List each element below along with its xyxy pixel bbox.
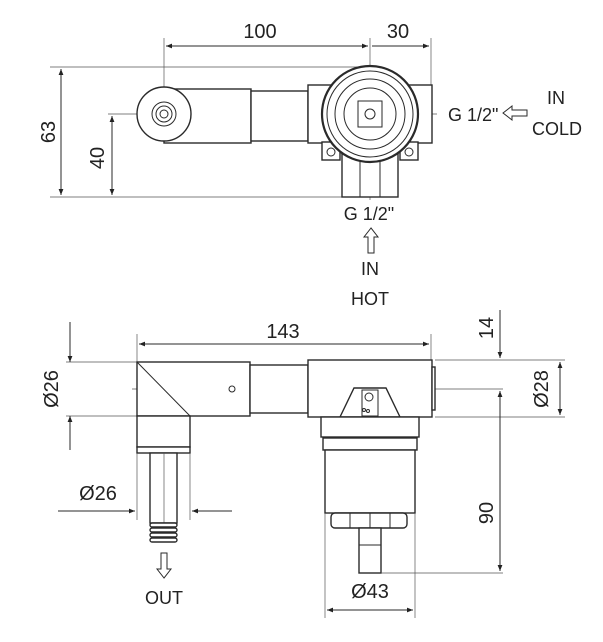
dim-100-label: 100 — [243, 21, 276, 43]
cold-label: COLD — [532, 119, 582, 139]
dim-40-label: 40 — [87, 147, 109, 169]
cold-thread-label: G 1/2" — [448, 105, 498, 125]
cartridge-nut — [320, 64, 420, 164]
spindle-square — [357, 100, 383, 128]
dim-63-label: 63 — [38, 121, 60, 143]
out-label: OUT — [145, 588, 183, 608]
dim-30-label: 30 — [387, 21, 409, 43]
arrow-left-icon — [502, 104, 528, 122]
outlet-ring — [151, 101, 177, 127]
spindle-center — [364, 108, 376, 120]
outlet-flange — [136, 86, 192, 142]
outlet-bore — [159, 109, 169, 119]
dim-d26-top-label: Ø26 — [41, 370, 63, 408]
cartridge-body — [324, 449, 416, 514]
arrow-up-icon — [362, 227, 380, 254]
cartridge-ring — [326, 70, 414, 158]
dim-d28-label: Ø28 — [531, 370, 553, 408]
dim-14-label: 14 — [476, 317, 498, 339]
spout-pipe — [136, 361, 251, 417]
dim-90-label: 90 — [476, 502, 498, 524]
bracket-dot — [366, 409, 370, 413]
dim-143-label: 143 — [266, 321, 299, 343]
body-cap — [431, 366, 436, 411]
outlet-thread — [149, 522, 178, 543]
spout-pipe-sleeve — [250, 90, 309, 142]
hot-thread-label: G 1/2" — [344, 204, 394, 224]
dim-d26-outlet-label: Ø26 — [79, 483, 117, 505]
hot-in-label: IN — [361, 259, 379, 279]
dim-d43-label: Ø43 — [351, 581, 389, 603]
outlet-collar — [136, 446, 191, 454]
cartridge-ring — [334, 78, 406, 150]
cartridge-ring — [322, 437, 418, 451]
cartridge-nut — [330, 512, 408, 529]
bracket-hole — [364, 392, 374, 402]
hot-label: HOT — [351, 289, 389, 309]
set-screw — [228, 385, 236, 393]
spindle — [358, 527, 382, 574]
elbow-mitre — [136, 361, 191, 417]
cartridge-ring — [343, 87, 397, 141]
top-view: 100 30 63 40 G 1/2" IN — [38, 21, 582, 309]
spout-pipe-sleeve — [249, 364, 309, 414]
outlet-stem — [149, 452, 178, 524]
arrow-down-icon — [155, 552, 173, 579]
bracket-dot — [362, 408, 366, 412]
cartridge-flange — [320, 416, 420, 438]
cold-in-label: IN — [547, 88, 565, 108]
bracket-slot — [361, 389, 379, 417]
elbow-outlet — [136, 415, 191, 448]
side-view: 143 Ø26 OUT Ø26 — [41, 310, 565, 618]
outlet-ring-inner — [155, 105, 173, 123]
